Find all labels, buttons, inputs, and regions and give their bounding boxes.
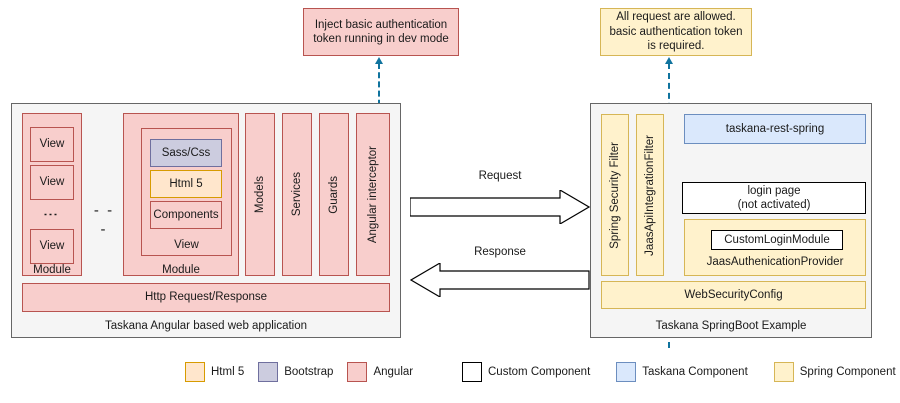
module-a-ellipsis: ⋮ [42, 207, 59, 223]
legend-swatch-html5 [185, 362, 205, 382]
module-a-label-text: Module [33, 263, 71, 276]
legend-item-taskana-component: Taskana Component [616, 362, 748, 382]
column-angular-interceptor: Angular interceptor [356, 113, 390, 276]
filter-jaas-api-integration-label: JaasApiIntegrationFilter [643, 134, 656, 256]
legend-item-angular: Angular [347, 362, 413, 382]
modules-ellipsis: - - - [88, 202, 120, 238]
legend-swatch-taskana-component [616, 362, 637, 382]
module-b-item-html5-label: Html 5 [169, 177, 203, 190]
left-panel-caption: Taskana Angular based web application [104, 320, 308, 332]
module-b-view-label: View [141, 238, 232, 252]
legend-left-group: Html 5 Bootstrap Angular [185, 362, 427, 382]
legend-right-group: Custom Component Taskana Component Sprin… [462, 362, 900, 382]
legend-label-bootstrap: Bootstrap [284, 366, 334, 378]
response-arrow [410, 263, 590, 297]
custom-login-module-label: CustomLoginModule [724, 233, 830, 246]
module-a-view-1-label: View [39, 138, 65, 151]
module-a-view-3-label: View [39, 240, 65, 253]
dashed-connector-left [378, 63, 380, 115]
legend-label-html5: Html 5 [211, 366, 245, 378]
http-request-response-bar: Http Request/Response [22, 283, 390, 312]
legend-swatch-bootstrap [258, 362, 279, 382]
request-arrow-label: Request [478, 170, 522, 182]
legend-item-bootstrap: Bootstrap [258, 362, 333, 382]
module-b-view-label-text: View [174, 238, 199, 251]
column-services-label: Services [290, 172, 303, 217]
module-b-item-html5: Html 5 [150, 170, 222, 198]
column-models: Models [245, 113, 275, 276]
response-arrow-label: Response [474, 246, 526, 258]
module-b-item-sass-css-label: Sass/Css [161, 146, 211, 159]
legend-label-taskana-component: Taskana Component [642, 366, 748, 378]
taskana-rest-spring-box: taskana-rest-spring [684, 114, 866, 144]
module-a-view-2-label: View [39, 176, 65, 189]
legend-swatch-angular [347, 362, 368, 382]
taskana-rest-spring-label: taskana-rest-spring [725, 122, 825, 135]
http-request-response-label: Http Request/Response [144, 291, 268, 304]
column-guards: Guards [319, 113, 349, 276]
module-b-label-text: Module [162, 263, 200, 276]
callout-right-auth: All request are allowed. basic authentic… [600, 8, 752, 56]
module-b-item-components-label: Components [153, 208, 219, 221]
legend-swatch-custom-component [462, 362, 482, 382]
column-services: Services [282, 113, 312, 276]
legend-item-html5: Html 5 [185, 362, 244, 382]
custom-login-module-box: CustomLoginModule [711, 230, 843, 250]
column-guards-label: Guards [327, 175, 340, 214]
legend-label-custom-component: Custom Component [488, 366, 591, 378]
legend-item-spring-component: Spring Component [773, 362, 896, 382]
column-angular-interceptor-label: Angular interceptor [366, 145, 379, 244]
dashed-arrow-head-left [375, 57, 383, 64]
login-page-label: login page (not activated) [737, 184, 811, 211]
legend-label-angular: Angular [373, 366, 414, 378]
filter-jaas-api-integration: JaasApiIntegrationFilter [636, 114, 664, 276]
legend-item-custom-component: Custom Component [462, 362, 590, 382]
filter-spring-security: Spring Security Filter [601, 114, 629, 276]
jaas-authentication-provider-label: JaasAuthenicationProvider [684, 254, 866, 270]
request-arrow [410, 190, 590, 224]
web-security-config-label: WebSecurityConfig [684, 288, 783, 301]
module-a-view-2: View [30, 165, 74, 200]
callout-left-dev-mode: Inject basic authentication token runnin… [303, 8, 459, 56]
module-b-item-components: Components [150, 201, 222, 229]
module-a-view-1: View [30, 127, 74, 162]
filter-spring-security-label: Spring Security Filter [608, 141, 621, 249]
legend-swatch-spring-component [773, 362, 794, 382]
web-security-config-box: WebSecurityConfig [601, 281, 866, 309]
right-panel-caption: Taskana SpringBoot Example [655, 320, 807, 332]
login-page-box: login page (not activated) [682, 182, 866, 214]
dashed-arrow-head-right [665, 57, 673, 64]
module-b-item-sass-css: Sass/Css [150, 139, 222, 167]
jaas-authentication-provider-label-text: JaasAuthenicationProvider [706, 255, 844, 268]
callout-right-text: All request are allowed. basic authentic… [609, 11, 743, 53]
callout-left-text: Inject basic authentication token runnin… [313, 18, 449, 45]
module-b-label: Module [123, 263, 239, 277]
module-a-view-3: View [30, 229, 74, 264]
column-models-label: Models [253, 175, 266, 214]
legend-label-spring-component: Spring Component [799, 366, 896, 378]
module-a-label: Module [22, 263, 82, 277]
